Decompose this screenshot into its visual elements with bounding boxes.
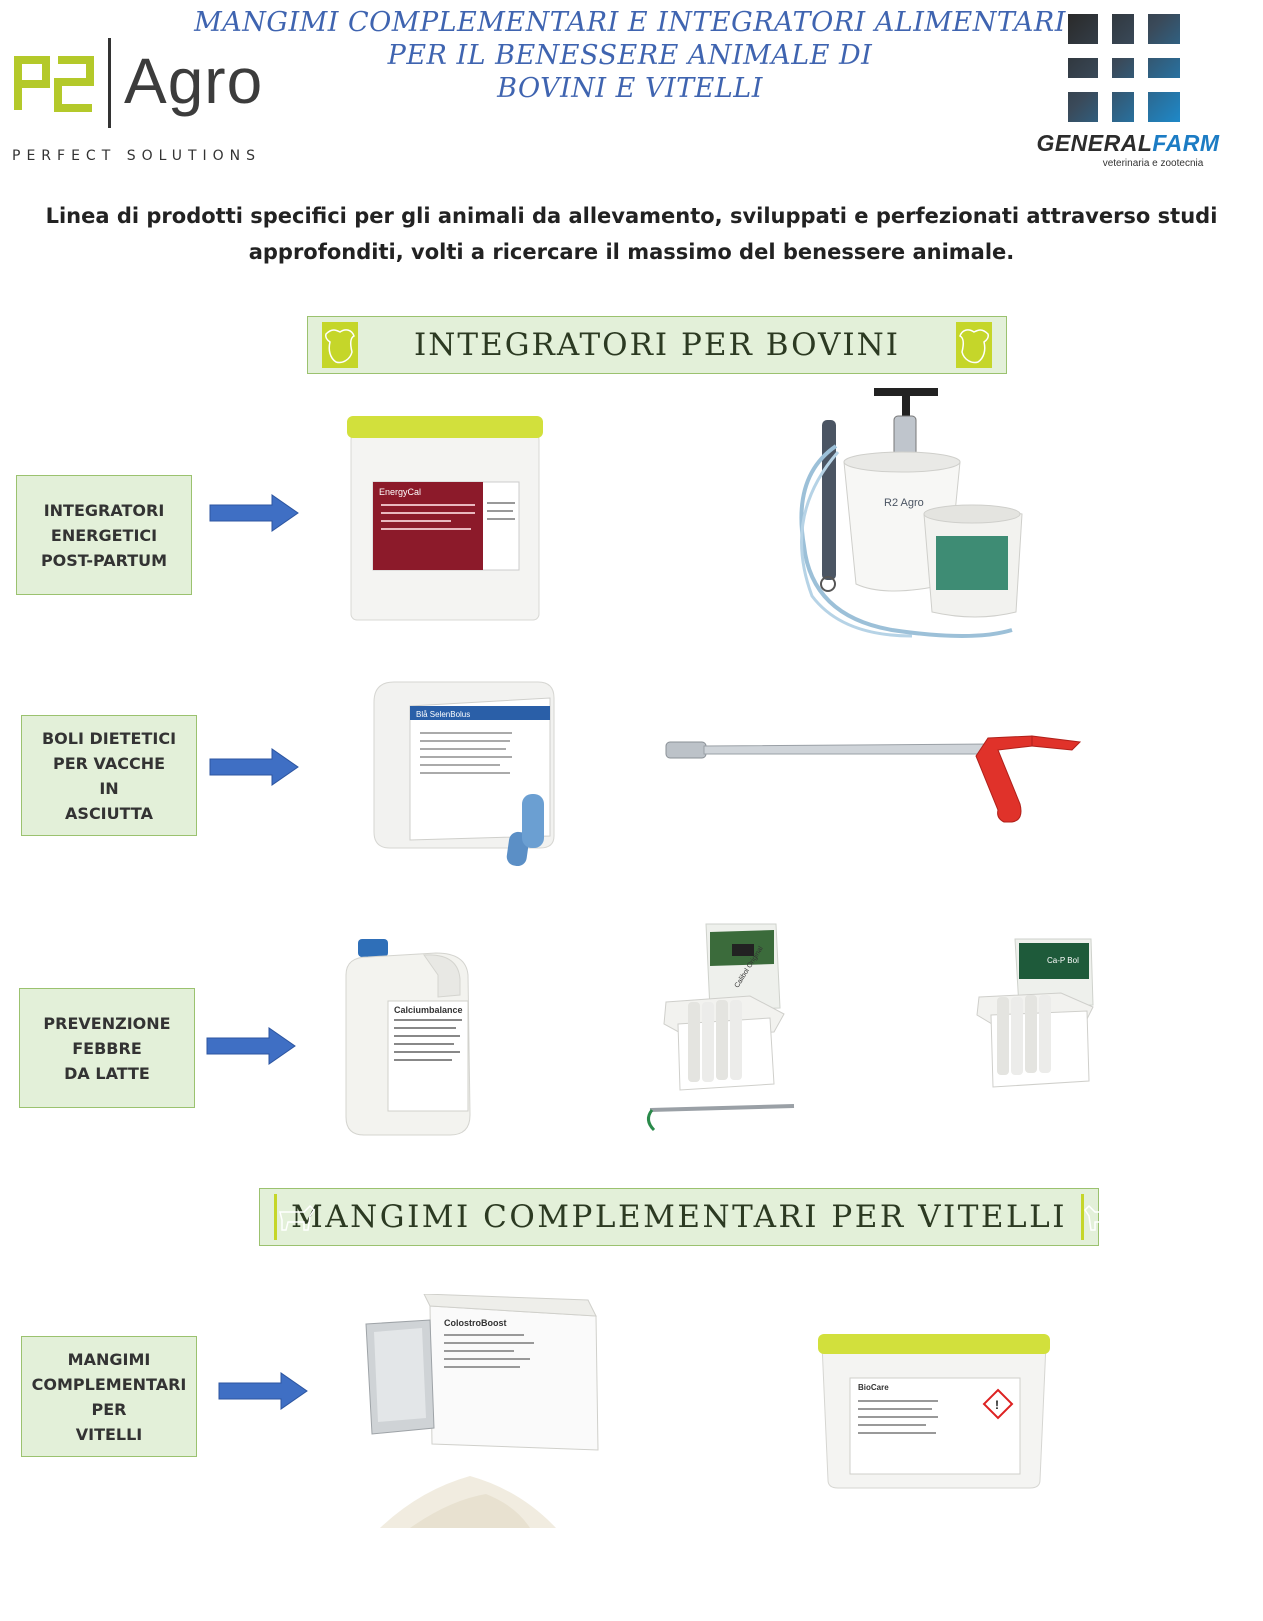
section-title: MANGIMI COMPLEMENTARI PER VITELLI (291, 1199, 1067, 1235)
cow-icon (956, 322, 992, 368)
section-banner-bovini: INTEGRATORI PER BOVINI (307, 316, 1007, 374)
product-pump-bucket: R2 Agro (799, 388, 1023, 638)
product-label: EnergyCal (379, 487, 421, 497)
product-energycal-bucket: EnergyCal (347, 416, 543, 621)
product-label: Calciumbalance (394, 1005, 463, 1015)
product-label: ColostroBoost (444, 1318, 507, 1328)
arrow-right-icon (209, 748, 299, 786)
logo-tagline: PERFECT SOLUTIONS (12, 148, 262, 164)
product-capbol-display: Ca-P Bol (976, 938, 1094, 1088)
calf-icon (274, 1194, 315, 1240)
category-box-febbre: PREVENZIONE FEBBRE DA LATTE (19, 988, 195, 1108)
logo-divider (108, 38, 111, 128)
r2-mark-icon (12, 52, 98, 118)
title-line-2: PER IL BENESSERE ANIMALE DI (387, 40, 873, 71)
logo-word: Agro (124, 45, 264, 117)
product-calibol-display: Calibol Original (647, 923, 795, 1132)
category-box-boli: BOLI DIETETICI PER VACCHE IN ASCIUTTA (21, 715, 197, 836)
arrow-right-icon (206, 1027, 296, 1065)
calf-icon (1080, 1194, 1120, 1240)
r2-agro-logo: Agro PERFECT SOLUTIONS (12, 30, 272, 170)
title-line-1: MANGIMI COMPLEMENTARI E INTEGRATORI ALIM… (194, 7, 1066, 38)
generalfarm-subtitle: veterinaria e zootecnia (1102, 158, 1204, 169)
product-bolus-applicator (665, 735, 1082, 823)
title-line-3: BOVINI E VITELLI (497, 73, 763, 104)
section-banner-vitelli: MANGIMI COMPLEMENTARI PER VITELLI (259, 1188, 1120, 1246)
product-calciumbalance-jug: Calciumbalance (345, 939, 471, 1136)
product-colostroboost: ColostroBoost (365, 1294, 599, 1528)
product-label: R2 Agro (884, 497, 924, 509)
page-title: MANGIMI COMPLEMENTARI E INTEGRATORI ALIM… (190, 6, 1070, 105)
generalfarm-name: GENERALFARM (1036, 130, 1220, 156)
section-title: INTEGRATORI PER BOVINI (414, 327, 900, 363)
intro-text: Linea di prodotti specifici per gli anim… (45, 204, 1218, 264)
cow-icon (322, 322, 358, 368)
product-label: BioCare (858, 1383, 889, 1392)
arrow-right-icon (218, 1372, 308, 1410)
category-box-vitelli: MANGIMI COMPLEMENTARI PER VITELLI (21, 1336, 197, 1457)
product-selenbolus-box: Blå SelenBolus (373, 681, 555, 867)
product-label: Blå SelenBolus (416, 710, 470, 719)
svg-text:!: ! (995, 1398, 999, 1412)
generalfarm-logo: GENERALFARM veterinaria e zootecnia (1036, 10, 1258, 170)
arrow-right-icon (209, 494, 299, 532)
product-biocare-bucket: ! BioCare (818, 1334, 1050, 1489)
product-label: Ca-P Bol (1047, 956, 1079, 965)
cross-icon (1068, 14, 1180, 122)
category-box-energetici: INTEGRATORI ENERGETICI POST-PARTUM (16, 475, 192, 595)
